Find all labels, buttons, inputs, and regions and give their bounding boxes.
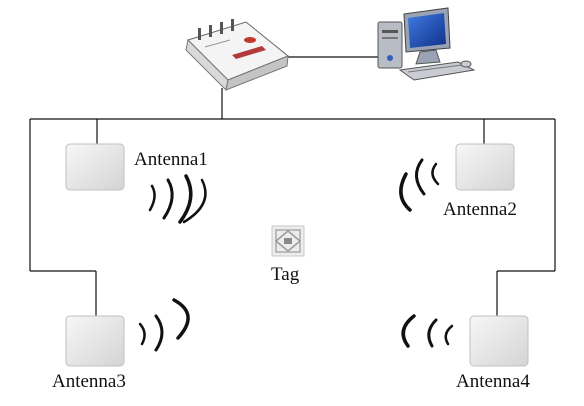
antenna4-label: Antenna4 bbox=[456, 371, 530, 392]
antenna3-label: Antenna3 bbox=[52, 371, 126, 392]
antenna1-waves bbox=[148, 174, 207, 224]
antenna4-panel bbox=[469, 315, 529, 367]
antenna1-label: Antenna1 bbox=[134, 149, 208, 170]
rfid-reader-icon bbox=[185, 19, 289, 92]
antenna1-panel bbox=[65, 143, 125, 191]
antenna3-panel bbox=[65, 315, 125, 367]
antenna2-label: Antenna2 bbox=[443, 199, 517, 220]
connection-lines bbox=[29, 56, 556, 318]
rfid-tag-icon bbox=[271, 225, 305, 257]
antenna2-waves bbox=[399, 158, 440, 212]
tag-label: Tag bbox=[271, 264, 300, 285]
antenna4-waves bbox=[401, 314, 454, 348]
antenna3-waves bbox=[138, 298, 190, 352]
desktop-computer-icon bbox=[377, 7, 476, 81]
antenna2-panel bbox=[455, 143, 515, 191]
